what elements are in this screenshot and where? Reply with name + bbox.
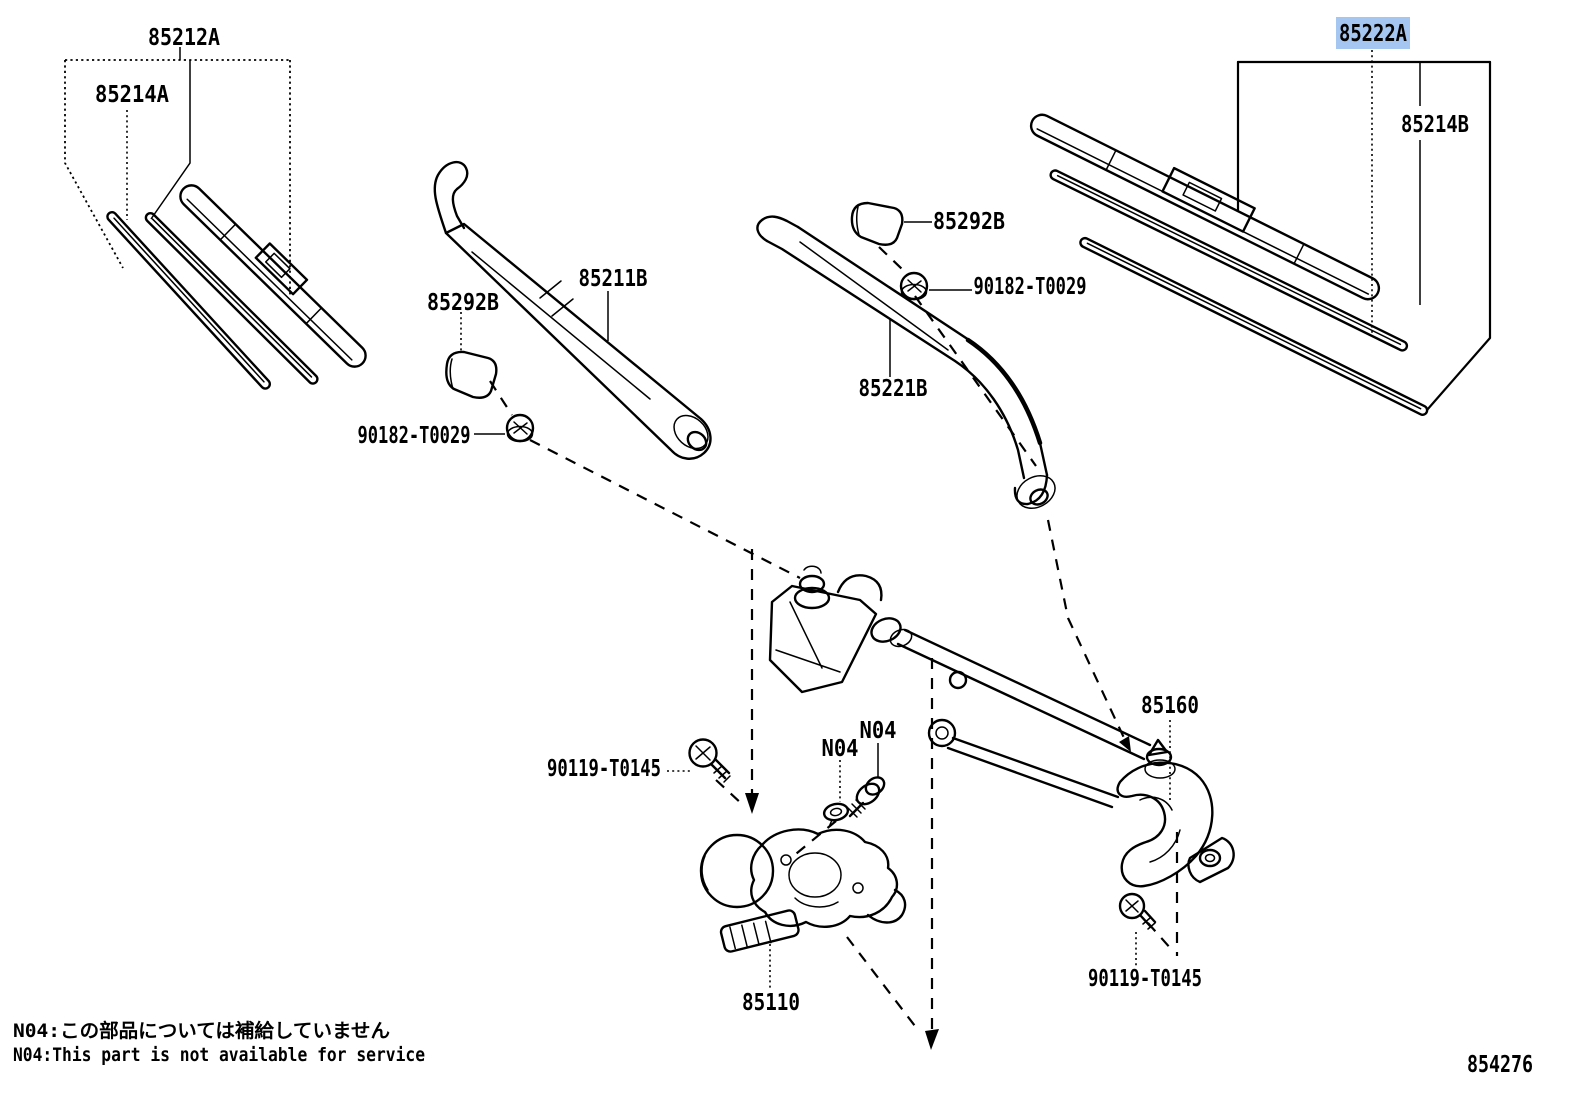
arm-cap-left-label[interactable]: 85292B [427,290,499,316]
rubber-strip-1-left-drawing [106,210,272,390]
wiper-motor-drawing [699,828,907,953]
bracket-left [64,47,291,296]
arm-nut-left-drawing [505,413,535,443]
arm-left-label[interactable]: 85211B [579,266,648,292]
link-bolt-right-drawing [1118,892,1157,930]
rubber-strip-1-right-drawing [1049,169,1409,352]
link-bolt-right-label[interactable]: 90119-T0145 [1088,966,1202,992]
link-assy-label[interactable]: 85160 [1141,693,1199,719]
wiper-link-drawing [768,565,1235,888]
n04-label-washer[interactable]: N04 [822,736,859,762]
blade-assy-right-label[interactable]: 85222A [1339,21,1407,47]
blade-rubber-right-label[interactable]: 85214B [1401,112,1469,138]
wiper-arm-right-drawing [756,215,1056,509]
n04-bolt-drawing [847,776,886,818]
rubber-strip-2-left-drawing [144,211,319,385]
arm-cap-right-drawing [850,201,904,246]
arm-cap-left-drawing [445,350,498,399]
arm-cap-right-label[interactable]: 85292B [933,209,1005,235]
link-bolt-left-drawing [688,738,731,783]
bracket-right [1236,60,1492,412]
n04-label-bolt[interactable]: N04 [860,718,897,744]
rubber-strip-2-right-drawing [1079,236,1429,416]
drawing-number: 854276 [1467,1052,1533,1078]
blade-rubber-left-label[interactable]: 85214A [95,82,169,108]
motor-label[interactable]: 85110 [742,990,800,1016]
n04-washer-drawing [822,802,850,828]
assembly-dashed-lines [489,246,1179,1050]
link-bolt-left-label[interactable]: 90119-T0145 [547,756,661,782]
arm-nut-right-drawing [899,271,929,301]
arm-nut-left-label[interactable]: 90182-T0029 [358,423,471,449]
note-jp: N04:この部品については補給していません [13,1019,390,1042]
note-en: N04:This part is not available for servi… [13,1044,425,1066]
wiper-blade-right-drawing [1029,113,1381,301]
arm-right-label[interactable]: 85221B [859,376,928,402]
wiper-arm-left-drawing [433,160,712,460]
blade-assy-left-label[interactable]: 85212A [148,25,220,51]
arm-nut-right-label[interactable]: 90182-T0029 [974,274,1087,300]
wiper-blade-left-drawing [179,184,367,368]
highlight-box [1336,17,1410,49]
